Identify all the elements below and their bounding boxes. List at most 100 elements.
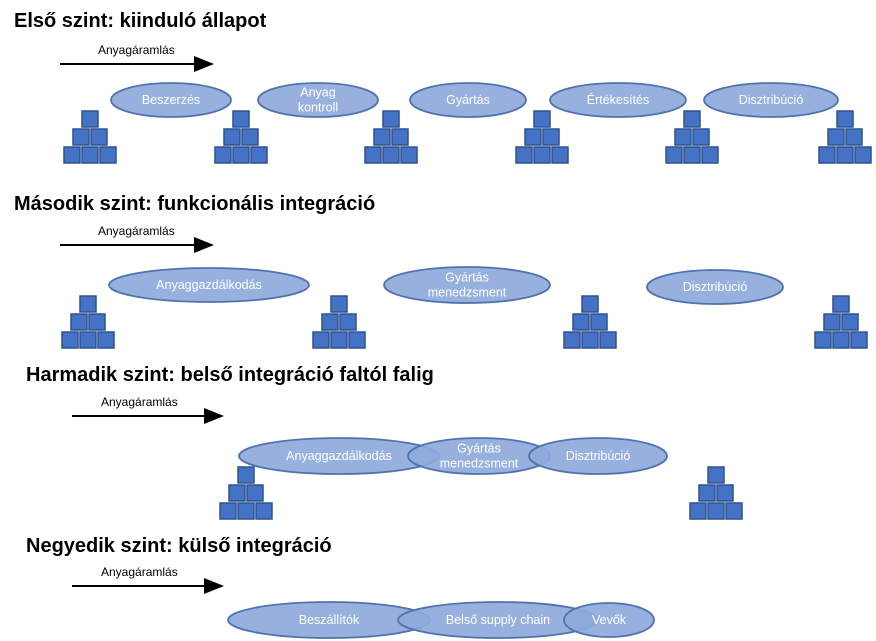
cube-block <box>683 146 701 164</box>
ellipse-label: menedzsment <box>440 457 519 471</box>
cube-block <box>845 128 863 146</box>
cube-block <box>542 128 560 146</box>
ellipse-label: Anyaggazdálkodás <box>286 449 392 463</box>
cube-block <box>382 110 400 128</box>
cube-block <box>81 110 99 128</box>
cube-block <box>312 331 330 349</box>
cube-block <box>832 331 850 349</box>
cube-block <box>330 295 348 313</box>
cube-block <box>854 146 872 164</box>
ellipse-label: Gyártás <box>445 271 489 285</box>
cube-block <box>599 331 617 349</box>
level-1-pyramid-2 <box>214 110 268 164</box>
ellipse-label: Disztribúció <box>739 93 804 107</box>
level-3-ellipse-3: Disztribúció <box>528 437 668 475</box>
ellipse-shape <box>383 266 551 304</box>
level-2-ellipse-1: Anyaggazdálkodás <box>108 267 310 303</box>
cube-block <box>818 146 836 164</box>
ellipse-label: Disztribúció <box>566 449 631 463</box>
cube-block <box>689 502 707 520</box>
level-4-heading: Negyedik szint: külső integráció <box>26 535 332 557</box>
ellipse-label: Beszállítók <box>299 613 360 627</box>
cube-block <box>391 128 409 146</box>
ellipse-label: Disztribúció <box>683 280 748 294</box>
ellipse-label: Vevők <box>592 613 627 627</box>
ellipse-shape <box>108 267 310 303</box>
level-2-ellipse-3: Disztribúció <box>646 269 784 305</box>
cube-block <box>61 331 79 349</box>
cube-block <box>79 331 97 349</box>
ellipse-label: kontroll <box>298 101 338 115</box>
cube-block <box>237 502 255 520</box>
level-1-ellipse-5: Disztribúció <box>703 82 839 118</box>
ellipse-label: Beszerzés <box>142 93 200 107</box>
cube-block <box>572 313 590 331</box>
ellipse-shape <box>549 82 687 118</box>
level-3-flow-label: Anyagáramlás <box>101 395 178 409</box>
cube-block <box>364 146 382 164</box>
cube-block <box>836 110 854 128</box>
cube-block <box>814 331 832 349</box>
ellipse-shape <box>646 269 784 305</box>
cube-block <box>400 146 418 164</box>
level-1-pyramid-5 <box>665 110 719 164</box>
ellipse-label: Anyaggazdálkodás <box>156 278 262 292</box>
level-2-pyramid-3 <box>563 295 617 349</box>
cube-block <box>382 146 400 164</box>
level-1-heading: Első szint: kiinduló állapot <box>14 10 267 32</box>
cube-block <box>683 110 701 128</box>
ellipse-label: Értékesítés <box>587 92 650 107</box>
cube-block <box>70 313 88 331</box>
cube-block <box>250 146 268 164</box>
cube-block <box>665 146 683 164</box>
ellipse-label: Belső supply chain <box>446 613 550 627</box>
level-1-pyramid-3 <box>364 110 418 164</box>
cube-block <box>330 331 348 349</box>
level-2-pyramid-2 <box>312 295 366 349</box>
level-1-ellipse-1: Beszerzés <box>110 82 232 118</box>
cube-block <box>674 128 692 146</box>
level-3-pyramid-1 <box>219 466 273 520</box>
ellipse-label: Gyártás <box>446 93 490 107</box>
cube-block <box>79 295 97 313</box>
cube-block <box>551 146 569 164</box>
level-1-pyramid-1 <box>63 110 117 164</box>
cube-block <box>533 110 551 128</box>
cube-block <box>725 502 743 520</box>
level-3-ellipse-1: Anyaggazdálkodás <box>238 437 440 475</box>
ellipse-label: Gyártás <box>457 442 501 456</box>
cube-block <box>827 128 845 146</box>
cube-block <box>348 331 366 349</box>
level-3-heading: Harmadik szint: belső integráció faltól … <box>26 364 434 386</box>
cube-block <box>524 128 542 146</box>
level-2-pyramid-1 <box>61 295 115 349</box>
cube-block <box>219 502 237 520</box>
cube-block <box>836 146 854 164</box>
level-2-heading: Második szint: funkcionális integráció <box>14 193 376 215</box>
level-4-ellipse-3: Vevők <box>563 602 655 638</box>
cube-block <box>373 128 391 146</box>
cube-block <box>716 484 734 502</box>
level-2-flow-label: Anyagáramlás <box>98 224 175 238</box>
level-1-pyramid-4 <box>515 110 569 164</box>
ellipse-shape <box>257 82 379 118</box>
cube-block <box>97 331 115 349</box>
cube-block <box>563 331 581 349</box>
level-4-ellipse-2: Belső supply chain <box>397 601 599 639</box>
cube-block <box>533 146 551 164</box>
cube-block <box>88 313 106 331</box>
cube-block <box>90 128 108 146</box>
cube-block <box>850 331 868 349</box>
level-1-pyramid-6 <box>818 110 872 164</box>
cube-block <box>63 146 81 164</box>
ellipse-shape <box>703 82 839 118</box>
cube-block <box>701 146 719 164</box>
cube-block <box>232 110 250 128</box>
cube-block <box>255 502 273 520</box>
cube-block <box>823 313 841 331</box>
ellipse-label: Anyag <box>300 86 335 100</box>
